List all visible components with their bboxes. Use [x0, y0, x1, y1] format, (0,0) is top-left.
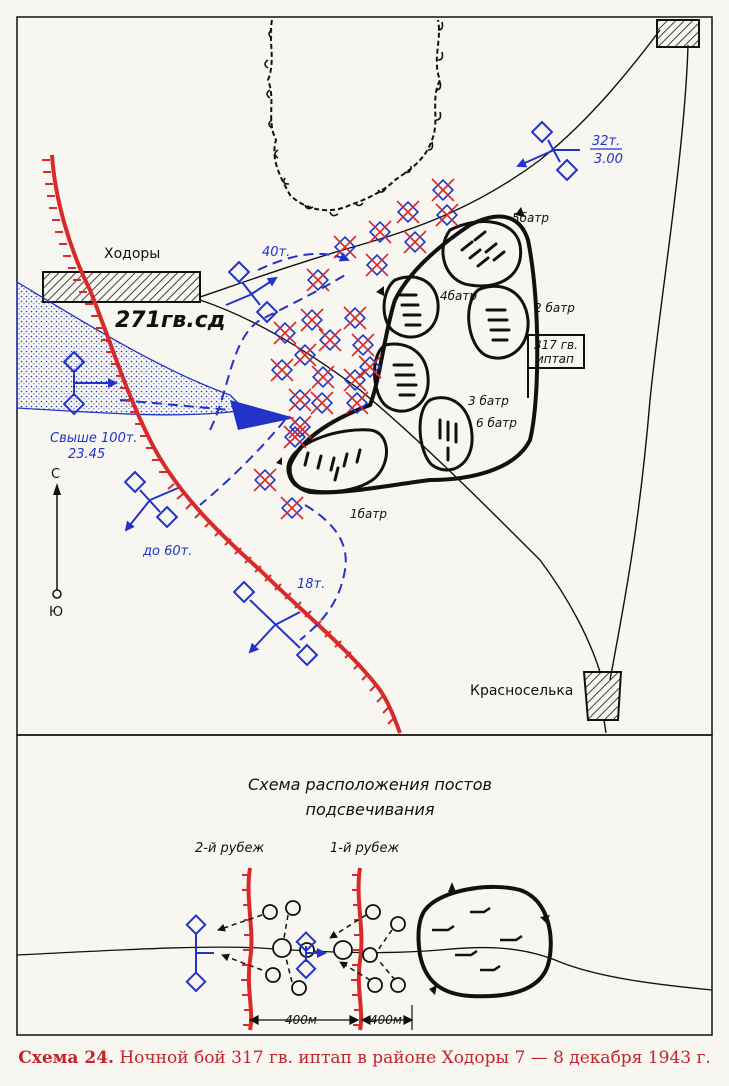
label-battery-2: 2 батр: [534, 301, 575, 315]
gun-marks: [303, 230, 511, 482]
inset-battery-markers: [429, 882, 550, 995]
inset-distance-1: 400м: [285, 1013, 317, 1027]
label-regiment-1: 317 гв.: [534, 338, 578, 352]
label-battery-3: 3 батр: [468, 394, 509, 408]
village-krasnoselka: [582, 671, 623, 721]
regiment-flag: 317 гв. иптап: [527, 334, 585, 398]
friendly-front-line: [50, 154, 402, 734]
regiment-perimeter: [287, 214, 540, 495]
village-khodory: [42, 271, 201, 303]
route-60: [199, 419, 286, 506]
inset-line-2-ticks: [241, 874, 252, 1026]
label-battery-6: 6 батр: [476, 416, 517, 430]
village-top-right: [656, 19, 700, 48]
inset-distance-2: 400м: [370, 1013, 402, 1027]
enemy-tank-group-40: [225, 260, 279, 324]
compass-north: С: [51, 467, 60, 482]
figure-caption: Схема 24. Ночной бой 317 гв. иптап в рай…: [0, 1048, 729, 1068]
label-group-60: до 60т.: [142, 544, 192, 559]
label-group-32-count: 32т.: [592, 134, 620, 149]
enemy-tank-group-18: [232, 580, 319, 667]
battery-positions: [286, 220, 530, 494]
inset-signal-arrows: [217, 914, 396, 983]
destroyed-tanks: [253, 178, 459, 520]
inset-battery: [416, 884, 553, 999]
label-khodory: Ходоры: [104, 246, 160, 262]
forest-scallops: [264, 21, 444, 217]
inset-frame: [16, 734, 713, 1036]
label-group-32-time: 3.00: [594, 152, 623, 167]
enemy-tank-group-32: [516, 120, 580, 182]
inset-line-1-label: 1-й рубеж: [330, 841, 400, 856]
label-division: 271гв.сд: [115, 308, 226, 333]
caption-text: Ночной бой 317 гв. иптап в районе Ходоры…: [113, 1048, 711, 1068]
inset-guns: [432, 906, 523, 972]
enemy-tank-group-100: [62, 350, 118, 416]
main-attack-arrow: [230, 400, 295, 430]
forest-outline: [266, 19, 442, 212]
caption-number: Схема 24.: [18, 1048, 114, 1068]
label-regiment-2: иптап: [536, 352, 574, 366]
route-40: [257, 252, 350, 271]
road-north: [199, 29, 661, 298]
label-group-18: 18т.: [297, 577, 325, 592]
enemy-tank-group-60: [123, 470, 179, 532]
label-group-100-time: 23.45: [68, 447, 105, 462]
compass: С Ю: [49, 467, 63, 620]
route-18: [299, 504, 347, 641]
label-krasnoselka: Красноселька: [470, 683, 573, 699]
inset-title-1: Схема расположения постов: [248, 775, 492, 794]
label-group-100-count: Свыше 100т.: [50, 431, 138, 446]
route-center: [209, 274, 346, 431]
label-battery-5: 5батр: [512, 211, 549, 225]
road-east: [609, 44, 689, 681]
label-group-40: 40т.: [262, 245, 290, 260]
inset-line-2-label: 2-й рубеж: [195, 841, 265, 856]
label-battery-1: 1батр: [350, 507, 387, 521]
inset-enemy-tanks: [185, 914, 327, 993]
compass-south: Ю: [49, 605, 63, 620]
inset-title-2: подсвечивания: [306, 800, 435, 819]
inset-light-posts: [262, 900, 406, 996]
front-line-ticks: [42, 159, 395, 725]
label-battery-4: 4батр: [440, 289, 477, 303]
road-south-end: [603, 719, 607, 734]
main-attack-dash: [119, 399, 231, 411]
inset-distances: [248, 1005, 414, 1030]
